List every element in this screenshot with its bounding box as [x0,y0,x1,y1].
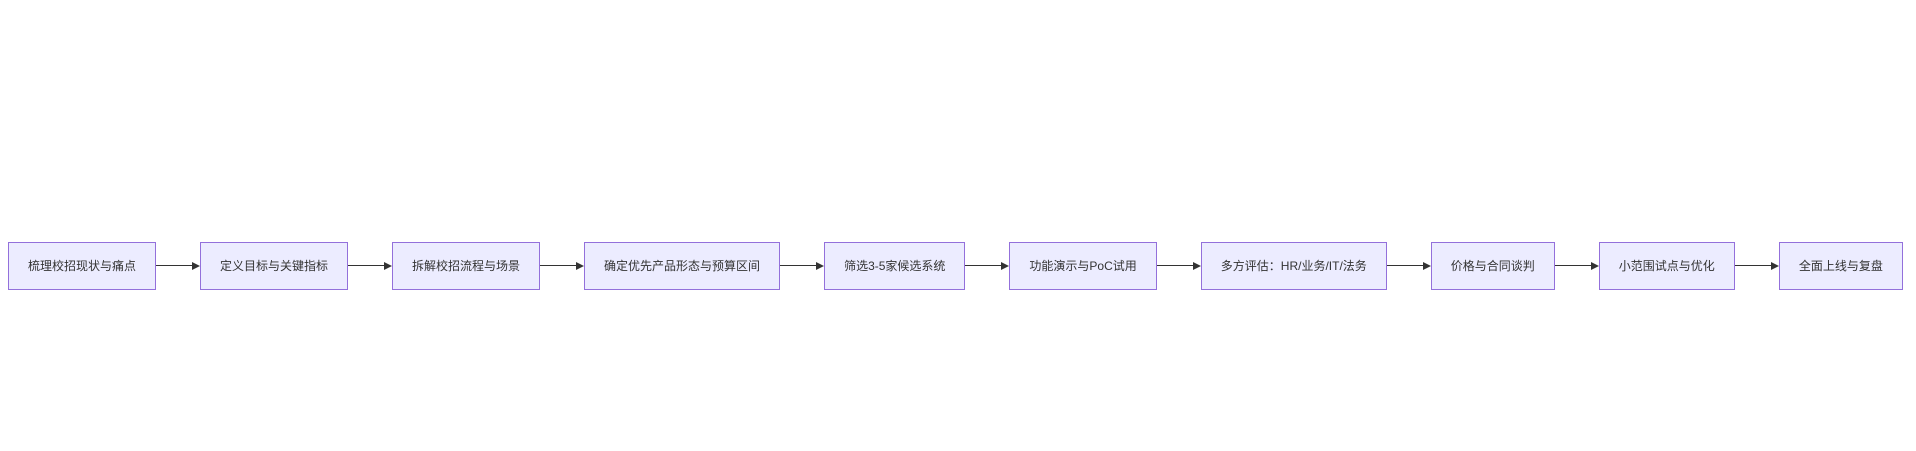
flow-edge [1386,242,1431,290]
flow-node-label: 小范围试点与优化 [1618,259,1715,273]
flow-node: 筛选3-5家候选系统 [824,242,966,290]
flow-edge [348,242,393,290]
flow-node: 梳理校招现状与痛点 [8,242,157,290]
edge-line [1554,265,1597,266]
flow-edge [540,242,585,290]
flow-edge [1734,242,1779,290]
flow-node: 小范围试点与优化 [1598,242,1735,290]
edge-line [156,265,199,266]
flow-edge [1156,242,1201,290]
flow-node-label: 定义目标与关键指标 [220,259,329,273]
flow-edge [156,242,201,290]
arrowhead-icon [1192,262,1201,270]
flow-edge [965,242,1010,290]
arrowhead-icon [1770,262,1779,270]
flowchart: 梳理校招现状与痛点 定义目标与关键指标 拆解校招流程与场景 确定优先产品形态与预… [8,242,1903,290]
edge-line [1734,265,1777,266]
arrowhead-icon [816,262,825,270]
flow-node-label: 筛选3-5家候选系统 [844,259,946,273]
arrowhead-icon [1590,262,1599,270]
flow-node: 定义目标与关键指标 [200,242,349,290]
flow-edge [780,242,825,290]
edge-line [348,265,391,266]
flow-node-label: 多方评估：HR/业务/IT/法务 [1220,259,1367,273]
flow-edge [1554,242,1599,290]
flow-node: 全面上线与复盘 [1778,242,1903,290]
flow-node: 价格与合同谈判 [1430,242,1555,290]
edge-line [780,265,823,266]
flow-node-label: 价格与合同谈判 [1450,259,1535,273]
flow-node-label: 功能演示与PoC试用 [1029,259,1137,273]
edge-line [965,265,1008,266]
arrowhead-icon [1001,262,1010,270]
flow-node: 拆解校招流程与场景 [392,242,541,290]
edge-line [1386,265,1429,266]
arrowhead-icon [576,262,585,270]
arrowhead-icon [1422,262,1431,270]
flow-node: 功能演示与PoC试用 [1009,242,1157,290]
flow-node-label: 确定优先产品形态与预算区间 [604,259,761,273]
edge-line [540,265,583,266]
edge-line [1156,265,1199,266]
flow-node-label: 全面上线与复盘 [1798,259,1883,273]
arrowhead-icon [192,262,201,270]
arrowhead-icon [384,262,393,270]
flow-node: 多方评估：HR/业务/IT/法务 [1200,242,1387,290]
flow-node-label: 梳理校招现状与痛点 [28,259,137,273]
flow-node: 确定优先产品形态与预算区间 [584,242,781,290]
flow-node-label: 拆解校招流程与场景 [412,259,521,273]
